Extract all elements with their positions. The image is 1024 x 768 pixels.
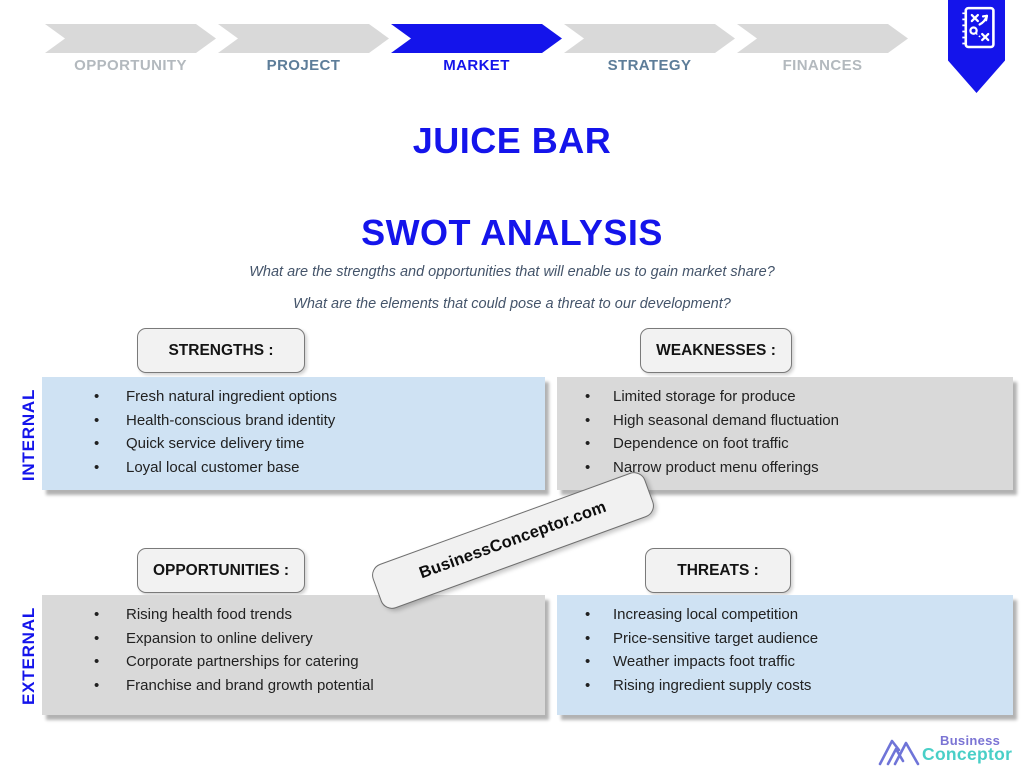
- list-item: Rising ingredient supply costs: [557, 674, 1013, 698]
- external-axis-label: EXTERNAL: [19, 607, 38, 706]
- brand-logo-line2: Conceptor: [922, 744, 1013, 764]
- mountains-icon: [878, 734, 930, 768]
- opportunities-box: Rising health food trends Expansion to o…: [42, 595, 545, 715]
- strengths-badge: STRENGTHS :: [137, 328, 305, 373]
- process-step-project: [218, 24, 389, 53]
- process-step-strategy: [564, 24, 735, 53]
- list-item: Fresh natural ingredient options: [42, 385, 545, 409]
- list-item: High seasonal demand fluctuation: [557, 409, 1013, 433]
- brand-logo: Business Conceptor: [878, 734, 1018, 768]
- process-step-opportunity: [45, 24, 216, 53]
- brand-logo-text: Business Conceptor: [922, 734, 1012, 768]
- list-item: Health-conscious brand identity: [42, 409, 545, 433]
- brand-logo-line1: Business: [940, 733, 1001, 748]
- process-step-market-active: [391, 24, 562, 53]
- process-step-label-market: MARKET: [443, 57, 510, 74]
- strategy-playbook-icon: [958, 5, 996, 56]
- process-step-label-opportunity: OPPORTUNITY: [74, 57, 187, 74]
- process-step-label-strategy: STRATEGY: [607, 57, 692, 74]
- list-item: Expansion to online delivery: [42, 627, 545, 651]
- list-item: Corporate partnerships for catering: [42, 650, 545, 674]
- weaknesses-badge: WEAKNESSES :: [640, 328, 792, 373]
- list-item: Franchise and brand growth potential: [42, 674, 545, 698]
- threats-box: Increasing local competition Price-sensi…: [557, 595, 1013, 715]
- internal-axis-label: INTERNAL: [19, 388, 38, 482]
- corner-ribbon: [948, 0, 1005, 93]
- list-item: Loyal local customer base: [42, 456, 545, 480]
- opportunities-list: Rising health food trends Expansion to o…: [42, 595, 545, 698]
- list-item: Limited storage for produce: [557, 385, 1013, 409]
- weaknesses-list: Limited storage for produce High seasona…: [557, 377, 1013, 480]
- list-item: Rising health food trends: [42, 603, 545, 627]
- list-item: Increasing local competition: [557, 603, 1013, 627]
- strengths-box: Fresh natural ingredient options Health-…: [42, 377, 545, 490]
- intro-question-1: What are the strengths and opportunities…: [249, 264, 775, 280]
- weaknesses-box: Limited storage for produce High seasona…: [557, 377, 1013, 490]
- threats-badge: THREATS :: [645, 548, 791, 593]
- intro-question-2: What are the elements that could pose a …: [293, 296, 731, 312]
- list-item: Dependence on foot traffic: [557, 432, 1013, 456]
- strengths-list: Fresh natural ingredient options Health-…: [42, 377, 545, 480]
- process-step-finances: [737, 24, 908, 53]
- list-item: Price-sensitive target audience: [557, 627, 1013, 651]
- watermark-banner: BusinessConceptor.com: [368, 468, 658, 613]
- list-item: Quick service delivery time: [42, 432, 545, 456]
- list-item: Narrow product menu offerings: [557, 456, 1013, 480]
- page-title: JUICE BAR: [412, 120, 612, 161]
- process-step-label-finances: FINANCES: [782, 57, 863, 74]
- threats-list: Increasing local competition Price-sensi…: [557, 595, 1013, 698]
- process-step-label-project: PROJECT: [266, 57, 341, 74]
- page-subtitle: SWOT ANALYSIS: [361, 212, 663, 253]
- opportunities-badge: OPPORTUNITIES :: [137, 548, 305, 593]
- list-item: Weather impacts foot traffic: [557, 650, 1013, 674]
